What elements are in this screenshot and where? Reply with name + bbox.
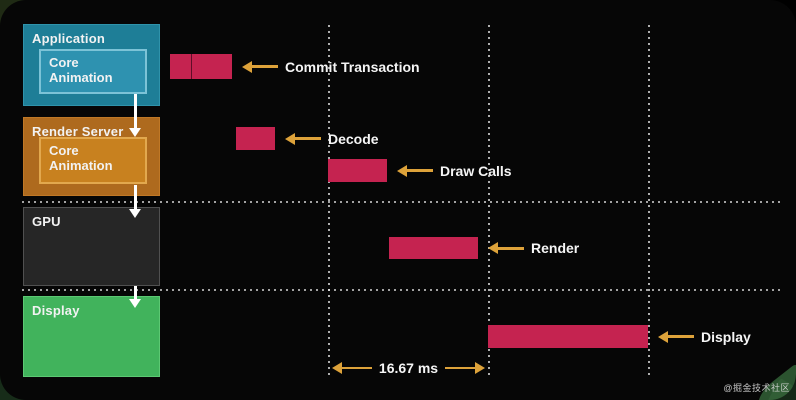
left-arrow-icon	[242, 60, 278, 73]
event-label-decode: Decode	[328, 130, 379, 147]
event-label-commit-transaction: Commit Transaction	[285, 58, 420, 75]
lane-gpu-label: GPU	[32, 214, 61, 229]
core-animation-label: Core Animation	[49, 55, 113, 85]
timeline-bar-display	[488, 325, 648, 348]
arrow-head	[129, 209, 141, 218]
event-label-display: Display	[701, 328, 751, 345]
frame-duration-annotation: 16.67 ms	[332, 360, 486, 376]
arrow-line	[498, 246, 524, 250]
left-arrow-icon	[285, 132, 321, 145]
left-arrow-icon	[658, 330, 694, 343]
bar-segment	[488, 325, 648, 348]
lane-display-label: Display	[32, 303, 80, 318]
event-display: Display	[488, 325, 751, 348]
event-label-render: Render	[531, 240, 580, 256]
arrow-line	[133, 94, 137, 128]
lane-gpu: GPU	[23, 207, 160, 286]
arrow-head-right	[475, 362, 486, 374]
left-arrow-icon	[397, 164, 433, 177]
core-animation-box-application: Core Animation	[39, 49, 147, 94]
arrow-head	[658, 330, 668, 343]
arrow-line	[445, 366, 476, 370]
arrow-head	[285, 132, 295, 145]
event-commit-transaction: Commit Transaction	[170, 54, 420, 79]
arrow-line	[252, 65, 278, 68]
lane-application: Application Core Animation	[23, 24, 160, 106]
core-animation-label: Core Animation	[49, 143, 113, 173]
arrow-line	[295, 137, 321, 140]
timeline-bar-draw-calls	[328, 159, 387, 182]
arrow-line	[668, 335, 694, 338]
event-decode: Decode	[236, 127, 379, 150]
lane-render-server-label: Render Server	[32, 124, 124, 139]
gridline-horizontal-1	[22, 201, 782, 203]
arrow-head-left	[332, 362, 342, 374]
arrow-head	[242, 60, 252, 73]
bar-segment	[328, 159, 387, 182]
arrow-head	[397, 164, 407, 177]
bar-segment	[192, 54, 232, 79]
gridline-horizontal-2	[22, 289, 782, 291]
down-arrow-icon-gpu-to-display	[128, 286, 142, 308]
arrow-line	[342, 366, 372, 370]
event-label-draw-calls: Draw Calls	[440, 162, 512, 179]
bar-segment	[236, 127, 275, 150]
arrow-line	[133, 185, 137, 209]
left-arrow-icon	[488, 242, 524, 254]
arrow-head	[129, 299, 141, 308]
arrow-head	[488, 242, 498, 254]
frame-duration-label: 16.67 ms	[378, 360, 439, 376]
lane-application-label: Application	[32, 31, 105, 46]
bar-segment	[389, 237, 478, 259]
watermark: @掘金技术社区	[723, 383, 790, 393]
arrow-head	[129, 128, 141, 137]
arrow-line	[407, 169, 433, 172]
down-arrow-icon-application-to-render-server	[128, 94, 142, 137]
down-arrow-icon-render-server-to-gpu	[128, 185, 142, 218]
timeline-bar-decode	[236, 127, 275, 150]
core-animation-box-render-server: Core Animation	[39, 137, 147, 184]
event-draw-calls: Draw Calls	[328, 159, 512, 182]
bar-segment	[170, 54, 191, 79]
timeline-bar-render	[389, 237, 478, 259]
lane-display: Display	[23, 296, 160, 377]
event-render: Render	[389, 237, 579, 259]
timeline-bar-commit-transaction	[170, 54, 232, 79]
arrow-line	[133, 286, 137, 299]
